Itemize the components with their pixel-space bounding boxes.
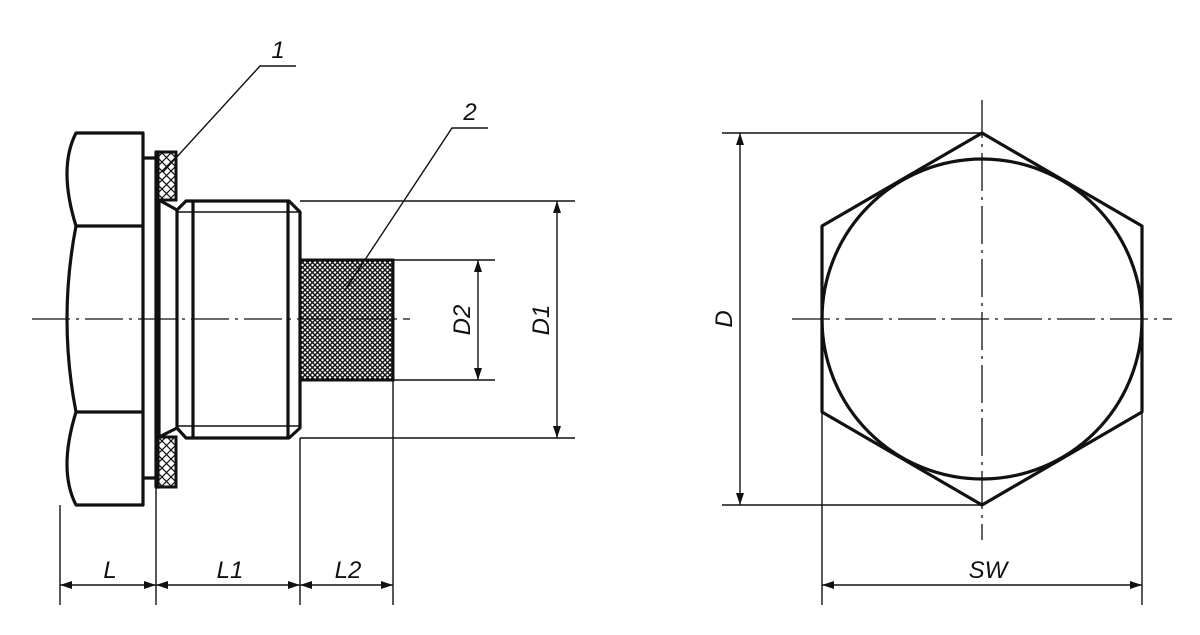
hex-head [65, 131, 145, 507]
dim-label-sw: SW [969, 557, 1010, 584]
seal-ring-top [156, 150, 178, 202]
callout-leader-2 [344, 127, 488, 291]
seal-ring-bottom [156, 435, 178, 489]
dim-label-d: D [711, 310, 738, 327]
dim-label-l: L [103, 557, 116, 584]
callout-label-1: 1 [271, 37, 284, 64]
dim-label-d1: D1 [528, 305, 555, 336]
callout-label-2: 2 [462, 99, 476, 126]
dim-label-l1: L1 [217, 557, 244, 584]
dim-label-d2: D2 [449, 305, 476, 336]
end-view: D SW [711, 100, 1172, 605]
callout-leader-1 [162, 65, 296, 173]
filter-element [298, 258, 395, 382]
seal-cone [158, 198, 178, 439]
dim-label-l2: L2 [335, 557, 362, 584]
neck [143, 156, 156, 480]
extension-lines [59, 200, 575, 605]
extension-lines-end [722, 132, 1143, 605]
side-view: D2 D1 L L1 L2 1 2 [32, 37, 575, 605]
